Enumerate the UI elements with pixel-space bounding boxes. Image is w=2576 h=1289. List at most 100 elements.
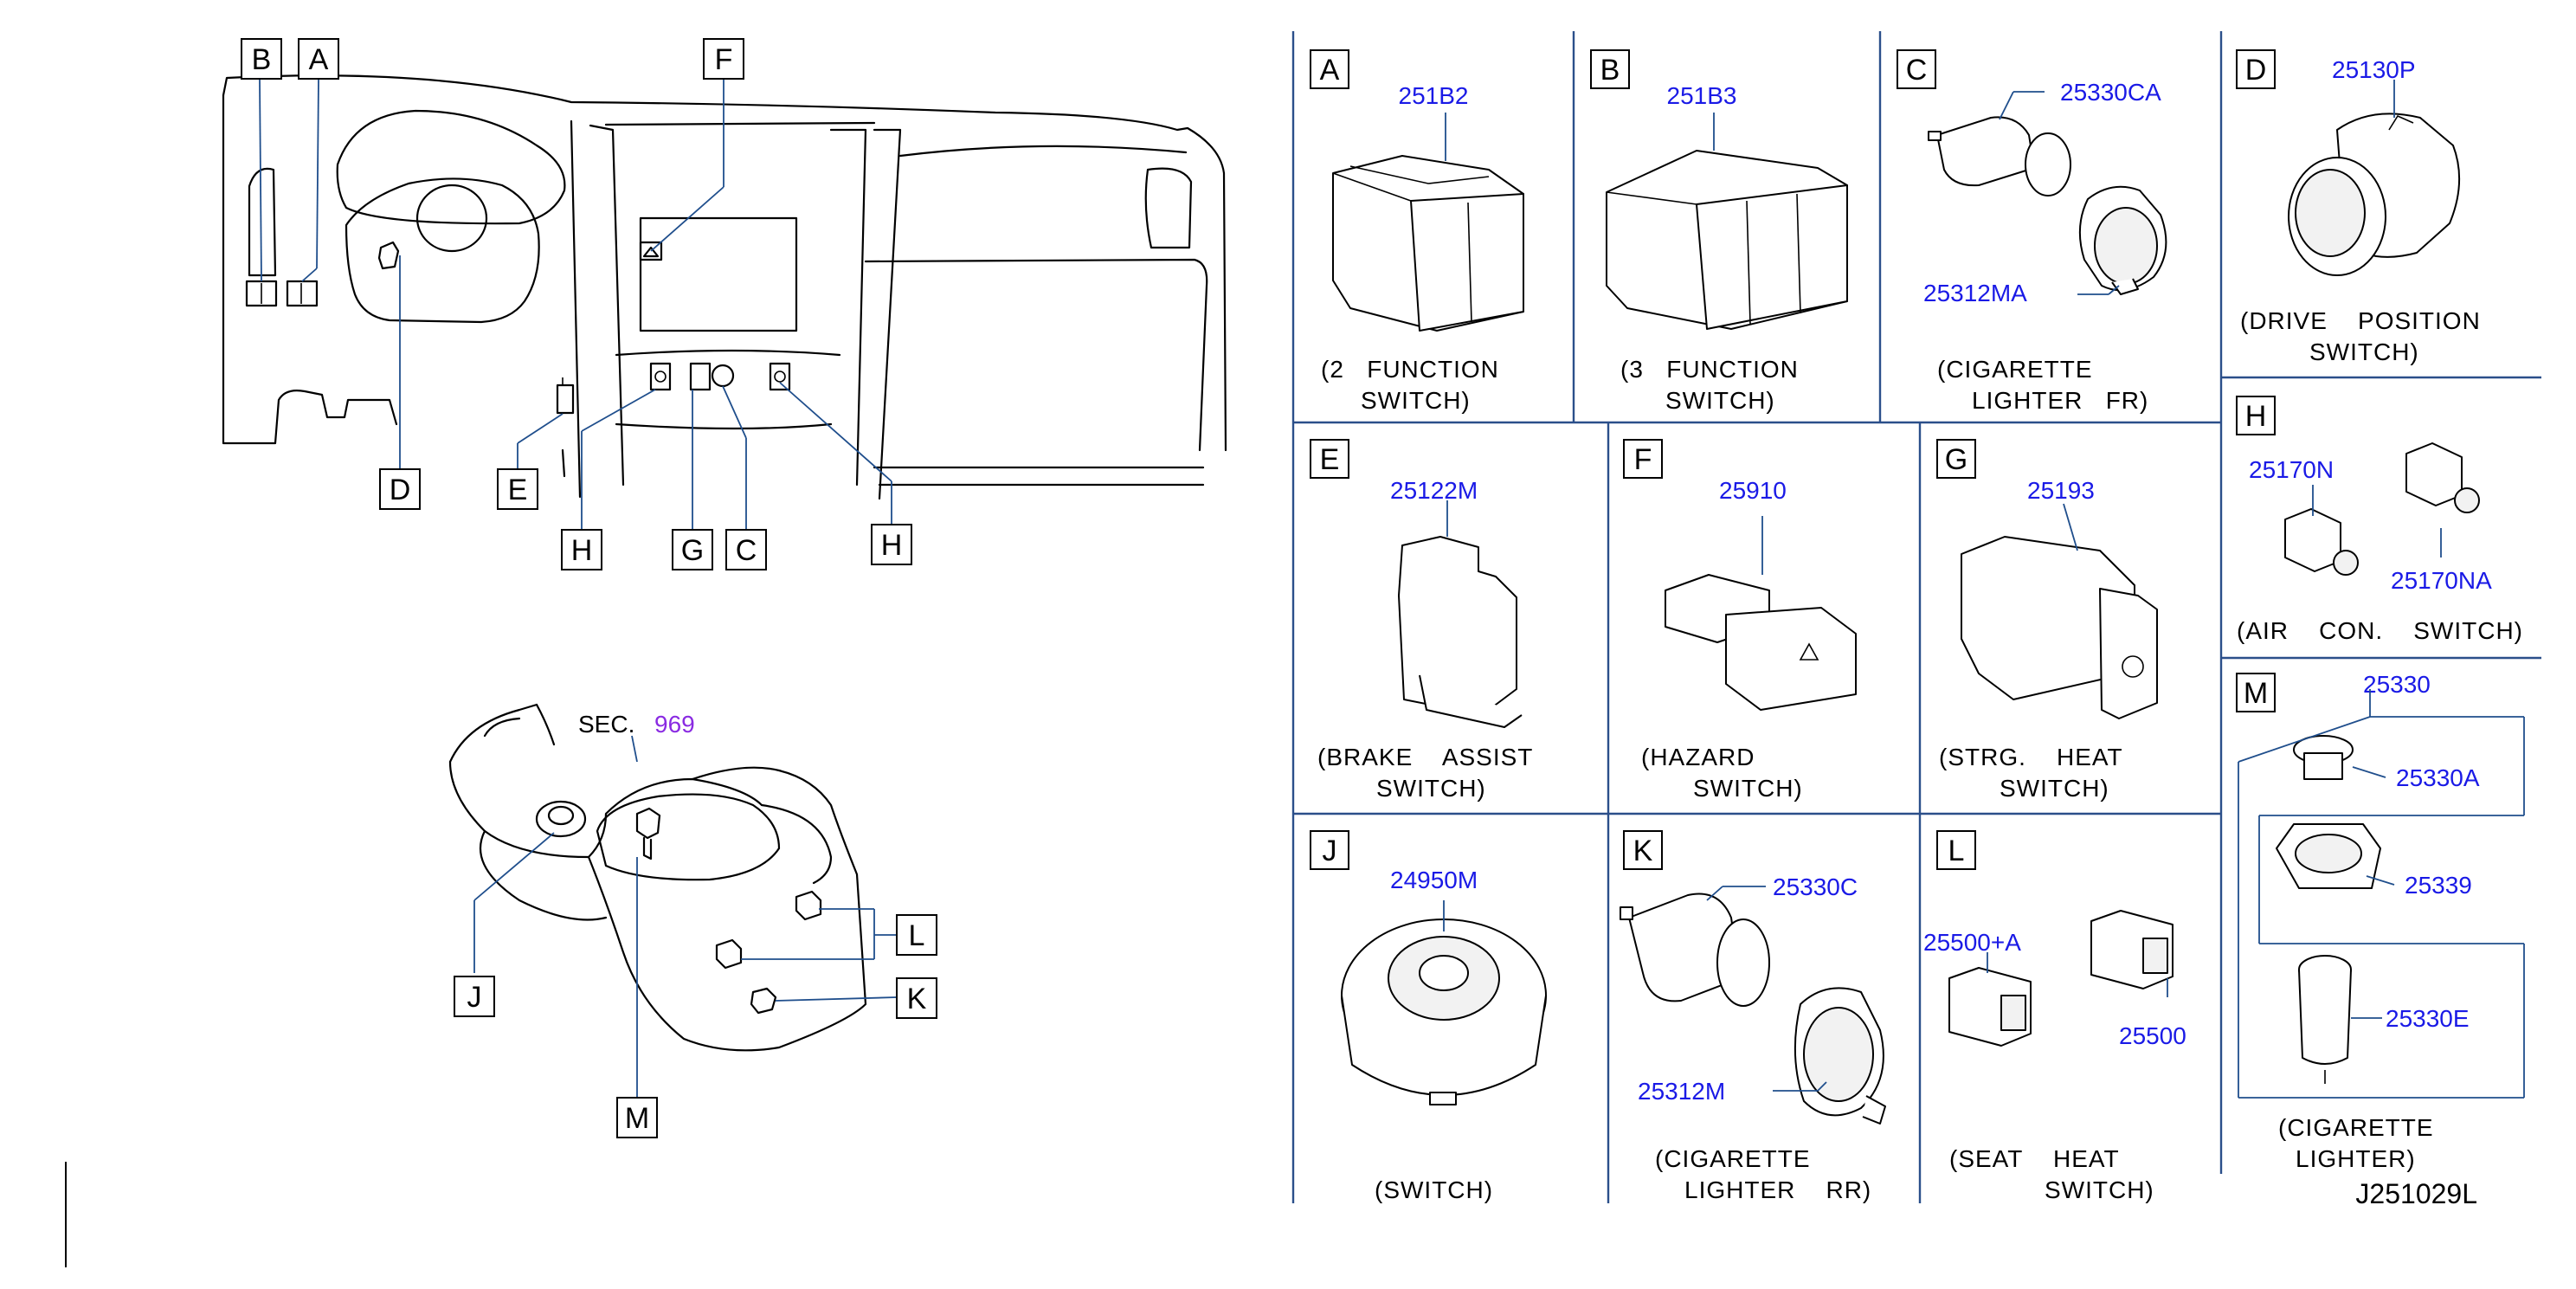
panel-letter: A — [1320, 54, 1340, 87]
part-number[interactable]: 25330C — [1773, 873, 1858, 900]
console-callouts: SEC. 969 J M L K — [454, 711, 937, 1138]
callout-f-label: F — [715, 43, 733, 76]
panel-caption: SWITCH) — [1693, 775, 1803, 802]
callout-l-label: L — [909, 919, 925, 952]
panel-letter: E — [1320, 443, 1340, 476]
panel-letter: C — [1906, 54, 1928, 87]
part-number[interactable]: 25910 — [1719, 477, 1787, 504]
panel-caption: LIGHTER) — [2296, 1145, 2416, 1172]
panel-letter-box — [2236, 396, 2276, 435]
part-number[interactable]: 25339 — [2405, 872, 2472, 899]
section-ref-label: SEC. — [578, 711, 634, 738]
panel-caption: LIGHTER FR) — [1972, 387, 2148, 414]
callout-h-left-label: H — [571, 534, 593, 567]
callout-f: F — [703, 38, 744, 80]
part-drawing-h — [2284, 442, 2480, 576]
callout-k-label: K — [907, 983, 927, 1015]
panel-k: K 25330C 25312M (CIGARETTE LIGHTER RR) — [1623, 830, 1871, 1203]
callout-j-label: J — [467, 981, 482, 1014]
callout-l: L — [896, 914, 937, 956]
part-number[interactable]: 251B2 — [1399, 82, 1469, 109]
callout-h-left: H — [561, 529, 602, 570]
part-number[interactable]: 25193 — [2027, 477, 2095, 504]
part-drawing-c — [1928, 116, 2167, 295]
part-number[interactable]: 25500 — [2119, 1022, 2186, 1049]
callout-g: G — [672, 529, 713, 570]
console-leaders — [473, 735, 898, 1098]
panel-letter: D — [2245, 54, 2267, 87]
panel-letter: F — [1634, 443, 1652, 476]
part-drawing-f — [1665, 574, 1857, 711]
part-drawings — [1332, 113, 2480, 1125]
panel-letter-box — [1936, 830, 1976, 870]
part-drawing-l — [1948, 910, 2174, 1047]
panel-caption: SWITCH) — [2309, 338, 2419, 365]
panel-caption: (SEAT HEAT — [1949, 1145, 2120, 1172]
callout-h-right: H — [871, 524, 912, 565]
panel-letter-box — [1623, 439, 1663, 479]
panel-letter-box — [1936, 439, 1976, 479]
part-number[interactable]: 25130P — [2332, 56, 2416, 83]
panel-f: F 25910 (HAZARD SWITCH) — [1623, 439, 1803, 802]
panel-caption: SWITCH) — [2000, 775, 2109, 802]
callout-a-label: A — [309, 43, 329, 76]
callout-e: E — [497, 468, 538, 510]
callout-m-label: M — [625, 1102, 649, 1135]
panel-letter: K — [1633, 835, 1653, 867]
part-number[interactable]: 25312M — [1638, 1078, 1725, 1105]
part-number[interactable]: 251B3 — [1667, 82, 1737, 109]
panel-letter: H — [2245, 400, 2267, 433]
diagram-code: J251029L — [2355, 1178, 2477, 1209]
part-number[interactable]: 25312MA — [1923, 280, 2027, 306]
section-ref-number[interactable]: 969 — [654, 711, 695, 738]
panel-letter-box — [1310, 830, 1349, 870]
panel-caption: LIGHTER RR) — [1684, 1176, 1871, 1203]
callout-d-label: D — [390, 474, 411, 506]
part-number[interactable]: 25330CA — [2060, 79, 2161, 106]
panel-caption: SWITCH) — [1665, 387, 1775, 414]
part-drawing-d — [2288, 113, 2461, 276]
panel-l: L 25500+A 25500 (SEAT HEAT SWITCH) — [1923, 830, 2186, 1203]
part-drawing-m — [2276, 735, 2381, 1084]
panel-letter: L — [1948, 835, 1965, 867]
panel-letter: M — [2244, 677, 2268, 710]
panel-letter-box — [1590, 49, 1630, 89]
part-number[interactable]: 25170NA — [2391, 567, 2492, 594]
panel-caption: (AIR CON. SWITCH) — [2237, 617, 2523, 644]
panel-caption: (DRIVE POSITION — [2240, 307, 2481, 334]
part-number[interactable]: 25500+A — [1923, 929, 2021, 956]
part-drawing-g — [1961, 536, 2158, 719]
part-number[interactable]: 25122M — [1390, 477, 1478, 504]
callout-c: C — [725, 529, 767, 570]
callout-c-label: C — [736, 534, 757, 567]
panel-letter-box — [1897, 49, 1936, 89]
panel-letter-box — [1310, 439, 1349, 479]
callout-g-label: G — [681, 534, 704, 567]
callout-b-label: B — [252, 43, 272, 76]
panel-caption: (CIGARETTE — [1655, 1145, 1811, 1172]
part-number[interactable]: 24950M — [1390, 867, 1478, 893]
callout-m: M — [616, 1097, 658, 1138]
panel-d: D 25130P (DRIVE POSITION SWITCH) — [2236, 49, 2481, 365]
part-number[interactable]: 25330 — [2363, 671, 2431, 698]
panel-caption: SWITCH) — [2045, 1176, 2154, 1203]
part-number[interactable]: 25330E — [2386, 1005, 2470, 1032]
callout-b: B — [241, 38, 282, 80]
panel-caption: (CIGARETTE — [2278, 1114, 2434, 1141]
part-drawing-e — [1398, 536, 1523, 728]
panel-caption: (HAZARD — [1641, 744, 1755, 770]
panel-caption: (STRG. HEAT — [1939, 744, 2123, 770]
part-number[interactable]: 25170N — [2249, 456, 2334, 483]
part-number[interactable]: 25330A — [2396, 764, 2480, 791]
callout-a: A — [298, 38, 339, 80]
panel-letter-box — [2236, 673, 2276, 712]
panel-h: H 25170N 25170NA (AIR CON. SWITCH) — [2236, 396, 2523, 644]
panel-caption: (SWITCH) — [1375, 1176, 1493, 1203]
callout-k: K — [896, 977, 937, 1019]
